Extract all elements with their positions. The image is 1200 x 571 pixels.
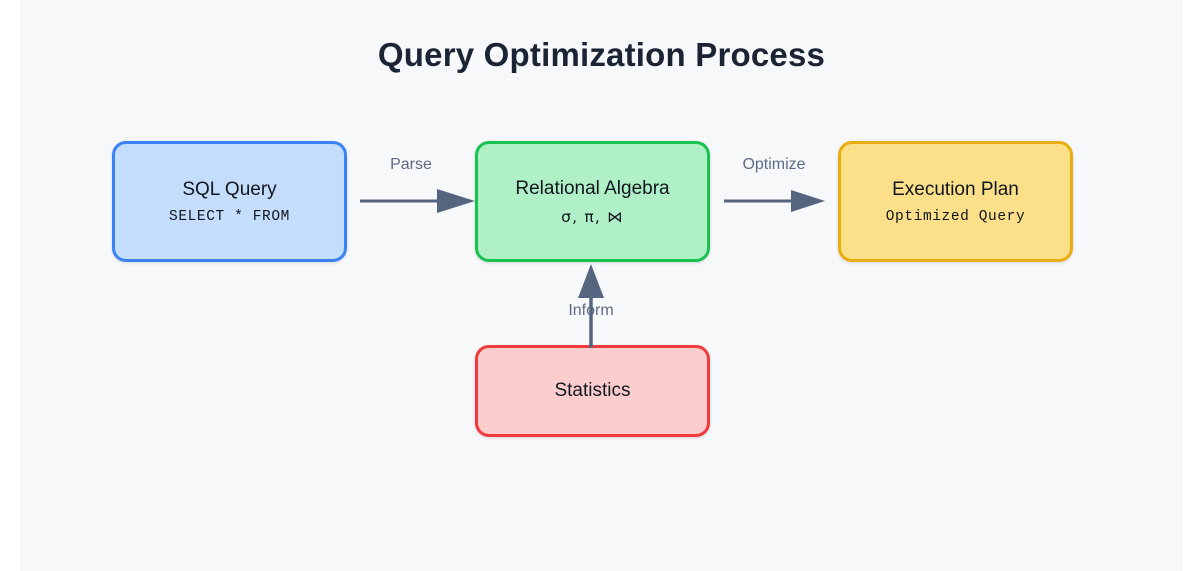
node-relational-algebra[interactable]: Relational Algebra σ, π, ⋈ xyxy=(475,141,710,262)
node-relational-algebra-subtitle: σ, π, ⋈ xyxy=(561,208,624,227)
node-sql-query-subtitle: SELECT * FROM xyxy=(169,209,290,226)
node-sql-query-title: SQL Query xyxy=(182,178,277,200)
edge-label-optimize: Optimize xyxy=(742,156,806,173)
node-execution-plan-title: Execution Plan xyxy=(892,178,1019,200)
node-execution-plan-subtitle: Optimized Query xyxy=(885,209,1026,226)
node-statistics[interactable]: Statistics xyxy=(475,345,710,437)
edge-label-parse: Parse xyxy=(390,156,432,173)
diagram-canvas: Query Optimization Process SQL Query SEL… xyxy=(20,0,1183,571)
arrow-optimize-icon xyxy=(724,190,825,212)
node-sql-query[interactable]: SQL Query SELECT * FROM xyxy=(112,141,347,262)
page-title: Query Optimization Process xyxy=(377,36,826,73)
arrow-parse-icon xyxy=(360,189,475,213)
edge-label-inform: Inform xyxy=(568,302,614,319)
arrow-inform-icon xyxy=(578,264,604,348)
node-relational-algebra-title: Relational Algebra xyxy=(515,177,670,199)
node-statistics-title: Statistics xyxy=(554,380,631,402)
node-execution-plan[interactable]: Execution Plan Optimized Query xyxy=(838,141,1073,262)
